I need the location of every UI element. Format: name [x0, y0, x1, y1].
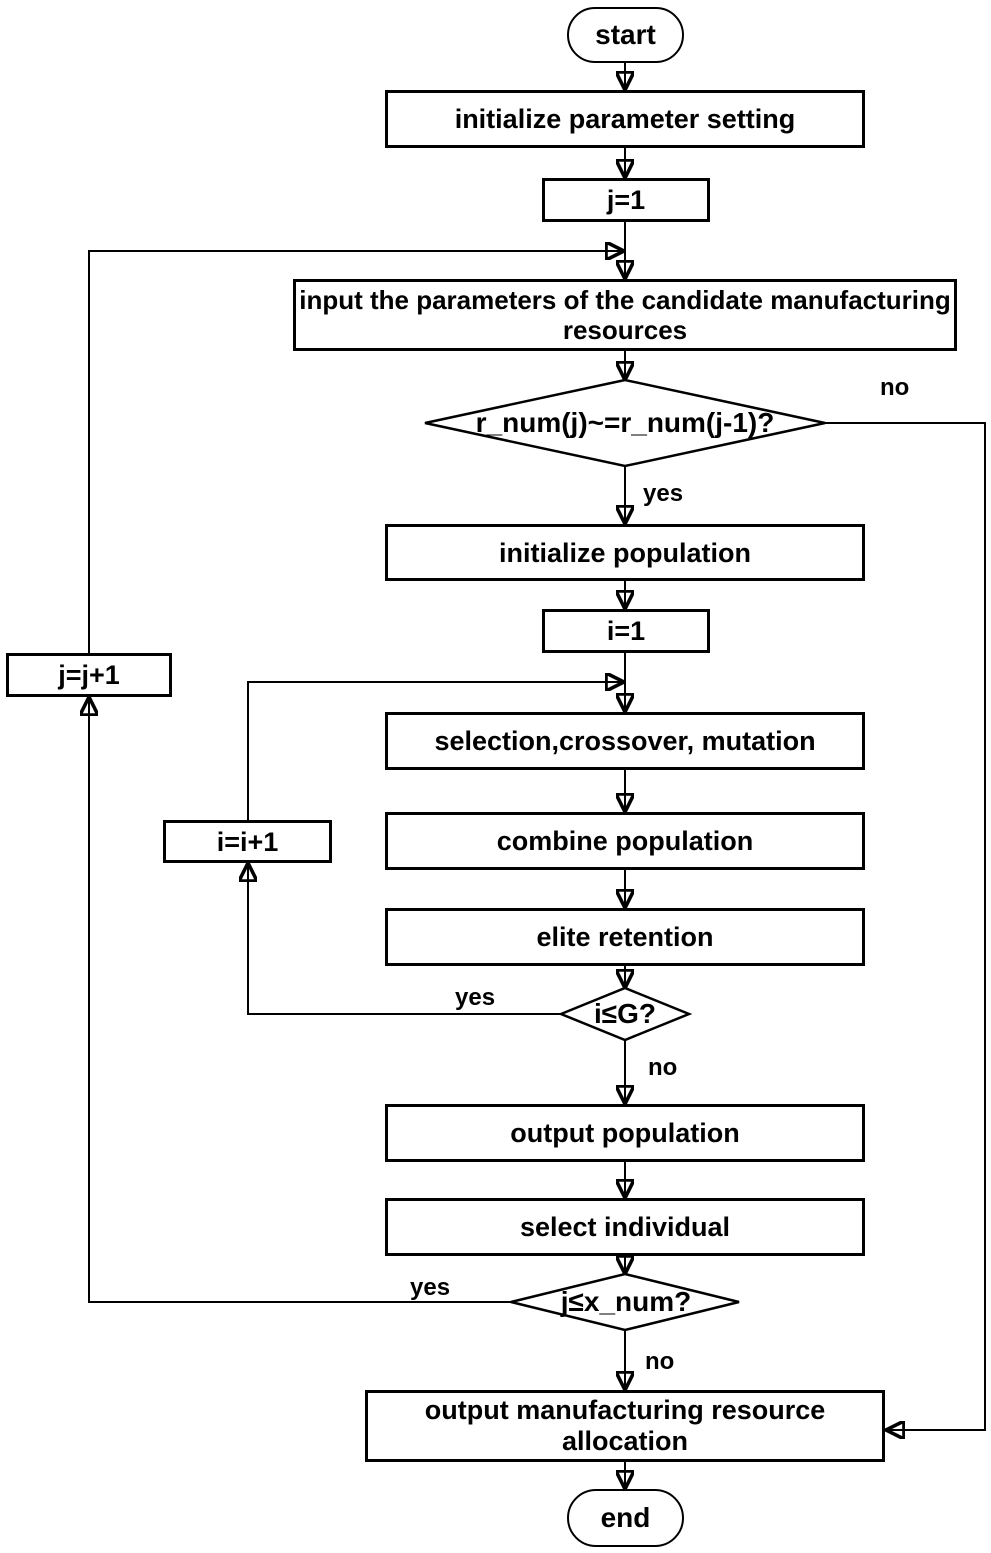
node-output-manufacturing-resource-allocation: output manufacturing resource allocation [365, 1390, 885, 1462]
node-j-increment: j=j+1 [6, 653, 172, 697]
decision-j-check-shape [510, 1272, 740, 1332]
decision-i-check-shape [557, 986, 693, 1042]
node-combine-population: combine population [385, 812, 865, 870]
edge-j-incr-return [88, 251, 624, 653]
node-j-init: j=1 [542, 178, 710, 222]
decision-rnum-shape [424, 378, 826, 468]
decision-i-check-label: i≤G? [593, 998, 657, 1029]
edge-label-rnum-yes: yes [643, 480, 684, 507]
edge-rnum-no-to-output-alloc [825, 422, 986, 1430]
node-i-init: i=1 [542, 609, 710, 653]
edge-j-check-yes-to-j-incr [89, 697, 512, 1303]
node-selection-crossover-mutation: selection,crossover, mutation [385, 712, 865, 770]
edge-i-incr-return [247, 682, 624, 820]
node-end: end [567, 1489, 684, 1547]
edge-label-i-check-yes: yes [455, 984, 496, 1011]
decision-j-check-label: j≤x_num? [560, 1286, 692, 1317]
edge-label-rnum-no: no [880, 374, 910, 401]
node-select-individual: select individual [385, 1198, 865, 1256]
node-start: start [567, 7, 684, 63]
edge-i-check-yes-to-i-incr [248, 863, 561, 1015]
decision-rnum-label: r_num(j)~=r_num(j-1)? [475, 407, 775, 438]
edge-label-j-check-no: no [645, 1348, 675, 1375]
node-i-increment: i=i+1 [163, 820, 332, 863]
edge-label-i-check-no: no [648, 1054, 678, 1081]
node-input-parameters: input the parameters of the candidate ma… [293, 279, 957, 351]
node-initialize-parameter-setting: initialize parameter setting [385, 90, 865, 148]
edge-label-j-check-yes: yes [410, 1274, 451, 1301]
node-elite-retention: elite retention [385, 908, 865, 966]
node-initialize-population: initialize population [385, 524, 865, 581]
node-output-population: output population [385, 1104, 865, 1162]
